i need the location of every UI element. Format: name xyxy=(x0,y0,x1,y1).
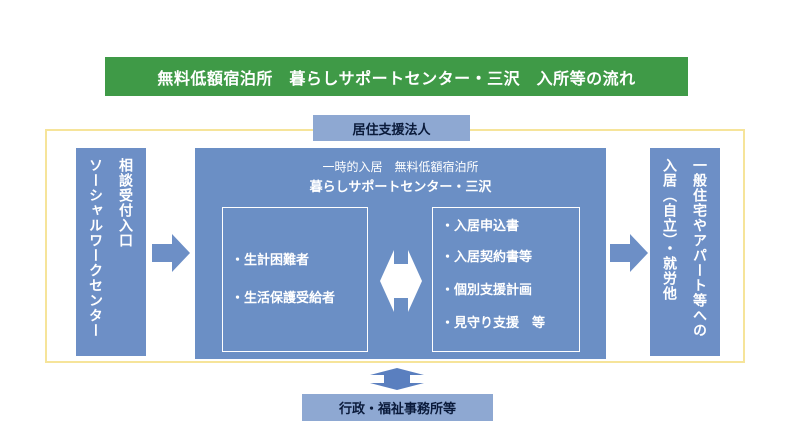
social-work-center-label: ソーシャルワークセンター xyxy=(87,158,103,338)
facility-name: 暮らしサポートセンター・三沢 xyxy=(309,180,492,195)
consultation-intake-box: 相談受付入口 ソーシャルワークセンター xyxy=(76,148,146,356)
general-housing-label: 一般住宅やアパート等への xyxy=(691,158,707,338)
procedure-item: ・見守り支援 等 xyxy=(441,316,546,331)
vertical-double-arrow-icon xyxy=(370,368,424,390)
independence-employment-label: 入居（自立）・就労他 xyxy=(661,158,677,301)
procedures-box: ・入居申込書 ・入居契約書等 ・個別支援計画 ・見守り支援 等 xyxy=(432,207,580,352)
consultation-intake-label: 相談受付入口 xyxy=(117,158,133,248)
facility-box: 一時的入居 無料低額宿泊所 暮らしサポートセンター・三沢 ・生計困難者 ・生活保… xyxy=(195,148,606,359)
target-item: ・生活保護受給者 xyxy=(231,291,336,306)
target-item: ・生計困難者 xyxy=(231,253,310,268)
procedure-item: ・入居申込書 xyxy=(441,219,520,234)
target-persons-box: ・生計困難者 ・生活保護受給者 xyxy=(222,207,368,352)
arrow-right-icon xyxy=(610,234,648,272)
procedure-item: ・個別支援計画 xyxy=(441,283,533,298)
corporation-label: 居住支援法人 xyxy=(313,115,470,141)
independent-living-box: 一般住宅やアパート等への 入居（自立）・就労他 xyxy=(650,148,720,356)
procedure-item: ・入居契約書等 xyxy=(441,250,533,265)
government-welfare-office-label: 行政・福祉事務所等 xyxy=(302,394,493,421)
double-arrow-icon xyxy=(380,250,422,312)
facility-subtitle: 一時的入居 無料低額宿泊所 xyxy=(322,160,479,174)
arrow-right-icon xyxy=(152,234,190,272)
diagram-title: 無料低額宿泊所 暮らしサポートセンター・三沢 入所等の流れ xyxy=(105,57,688,96)
